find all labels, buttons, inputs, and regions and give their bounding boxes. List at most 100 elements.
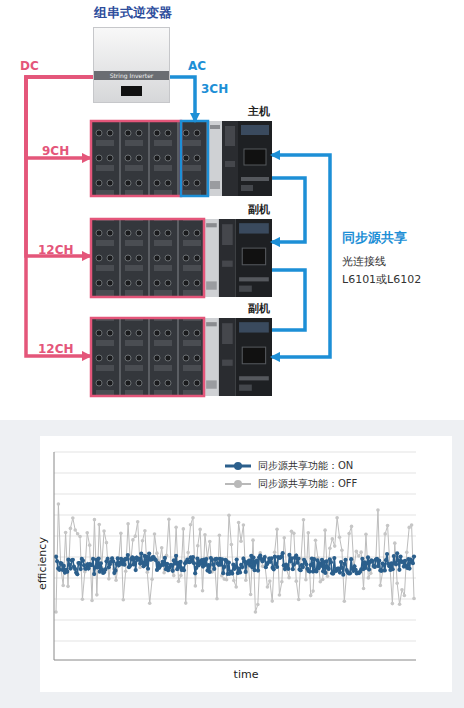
data-point bbox=[398, 555, 402, 559]
data-point bbox=[355, 550, 359, 554]
data-point bbox=[332, 556, 336, 560]
data-point bbox=[125, 557, 129, 561]
data-point bbox=[338, 535, 342, 539]
data-point bbox=[208, 570, 212, 574]
data-point bbox=[343, 558, 347, 562]
data-point bbox=[328, 546, 332, 550]
data-point bbox=[249, 593, 253, 597]
data-point bbox=[403, 594, 407, 598]
data-point bbox=[191, 555, 195, 559]
connector bbox=[170, 77, 195, 121]
data-point bbox=[182, 527, 186, 531]
data-point bbox=[171, 569, 175, 573]
data-point bbox=[238, 570, 242, 574]
data-point bbox=[359, 550, 363, 554]
axis-title: time bbox=[221, 668, 271, 681]
grid-line bbox=[54, 620, 416, 621]
data-point bbox=[54, 555, 58, 559]
data-point bbox=[314, 538, 318, 542]
data-point bbox=[196, 544, 200, 548]
data-point bbox=[251, 555, 255, 559]
data-point bbox=[136, 520, 140, 524]
controller-section bbox=[204, 219, 272, 297]
data-point bbox=[102, 529, 106, 533]
data-point bbox=[97, 523, 101, 527]
legend-sample bbox=[224, 479, 252, 489]
data-point bbox=[88, 543, 92, 547]
data-point bbox=[54, 610, 58, 614]
data-point bbox=[379, 584, 383, 588]
data-point bbox=[239, 539, 243, 543]
controller-section bbox=[204, 318, 272, 396]
data-point bbox=[377, 559, 381, 563]
data-point bbox=[287, 553, 291, 557]
data-point bbox=[148, 601, 152, 605]
chart-frame bbox=[40, 436, 452, 692]
data-point bbox=[174, 554, 178, 558]
data-point bbox=[207, 563, 211, 567]
data-point bbox=[237, 521, 241, 525]
data-point bbox=[301, 565, 305, 569]
data-point bbox=[287, 576, 291, 580]
data-point bbox=[107, 577, 111, 581]
data-point bbox=[97, 557, 101, 561]
data-point bbox=[85, 531, 89, 535]
data-point bbox=[292, 532, 296, 536]
data-point bbox=[163, 556, 167, 560]
data-point bbox=[340, 566, 344, 570]
node-heading: 副机 bbox=[248, 301, 270, 316]
data-point bbox=[73, 528, 77, 532]
series-on-markers bbox=[54, 551, 416, 577]
data-point bbox=[62, 564, 66, 568]
data-point bbox=[235, 557, 239, 561]
data-point bbox=[242, 523, 246, 527]
data-point bbox=[184, 601, 188, 605]
input-modules bbox=[92, 319, 204, 395]
data-point bbox=[367, 567, 371, 571]
data-point bbox=[326, 574, 330, 578]
data-point bbox=[352, 564, 356, 568]
data-point bbox=[189, 523, 193, 527]
data-point bbox=[71, 558, 75, 562]
data-point bbox=[335, 516, 339, 520]
data-point bbox=[319, 564, 323, 568]
data-point bbox=[57, 502, 61, 506]
data-point bbox=[405, 551, 409, 555]
data-point bbox=[172, 574, 176, 578]
grid-line bbox=[54, 536, 416, 537]
data-point bbox=[134, 568, 138, 572]
data-point bbox=[90, 599, 94, 603]
data-point bbox=[186, 551, 190, 555]
dc-input-outline bbox=[91, 318, 204, 396]
data-point bbox=[244, 570, 248, 574]
data-point bbox=[67, 563, 71, 567]
channel-count: 3CH bbox=[201, 82, 228, 96]
data-point bbox=[69, 527, 73, 531]
inverter-box: 组串式逆变器String Inverter bbox=[93, 27, 170, 103]
data-point bbox=[376, 508, 380, 512]
sub-unit-drawing bbox=[91, 318, 272, 396]
legend-text: 同步源共享功能：OFF bbox=[258, 477, 357, 491]
data-point bbox=[323, 571, 327, 575]
connector bbox=[272, 178, 305, 242]
data-point bbox=[218, 533, 222, 537]
data-point bbox=[155, 551, 159, 555]
data-point bbox=[95, 593, 99, 597]
data-point bbox=[66, 585, 70, 589]
grid-line bbox=[54, 494, 416, 495]
data-point bbox=[191, 516, 195, 520]
legend-text: 同步源共享功能：ON bbox=[258, 459, 353, 473]
data-point bbox=[111, 559, 115, 563]
data-point bbox=[311, 589, 315, 593]
data-point bbox=[174, 526, 178, 530]
data-point bbox=[347, 532, 351, 536]
data-point bbox=[393, 541, 397, 545]
x-axis bbox=[54, 660, 416, 661]
data-point bbox=[410, 523, 414, 527]
grid-line bbox=[54, 599, 416, 600]
data-point bbox=[333, 544, 337, 548]
sync-note: 光连接线 bbox=[342, 254, 386, 269]
connector bbox=[26, 77, 93, 158]
data-point bbox=[407, 567, 411, 571]
controller-section bbox=[208, 121, 272, 196]
